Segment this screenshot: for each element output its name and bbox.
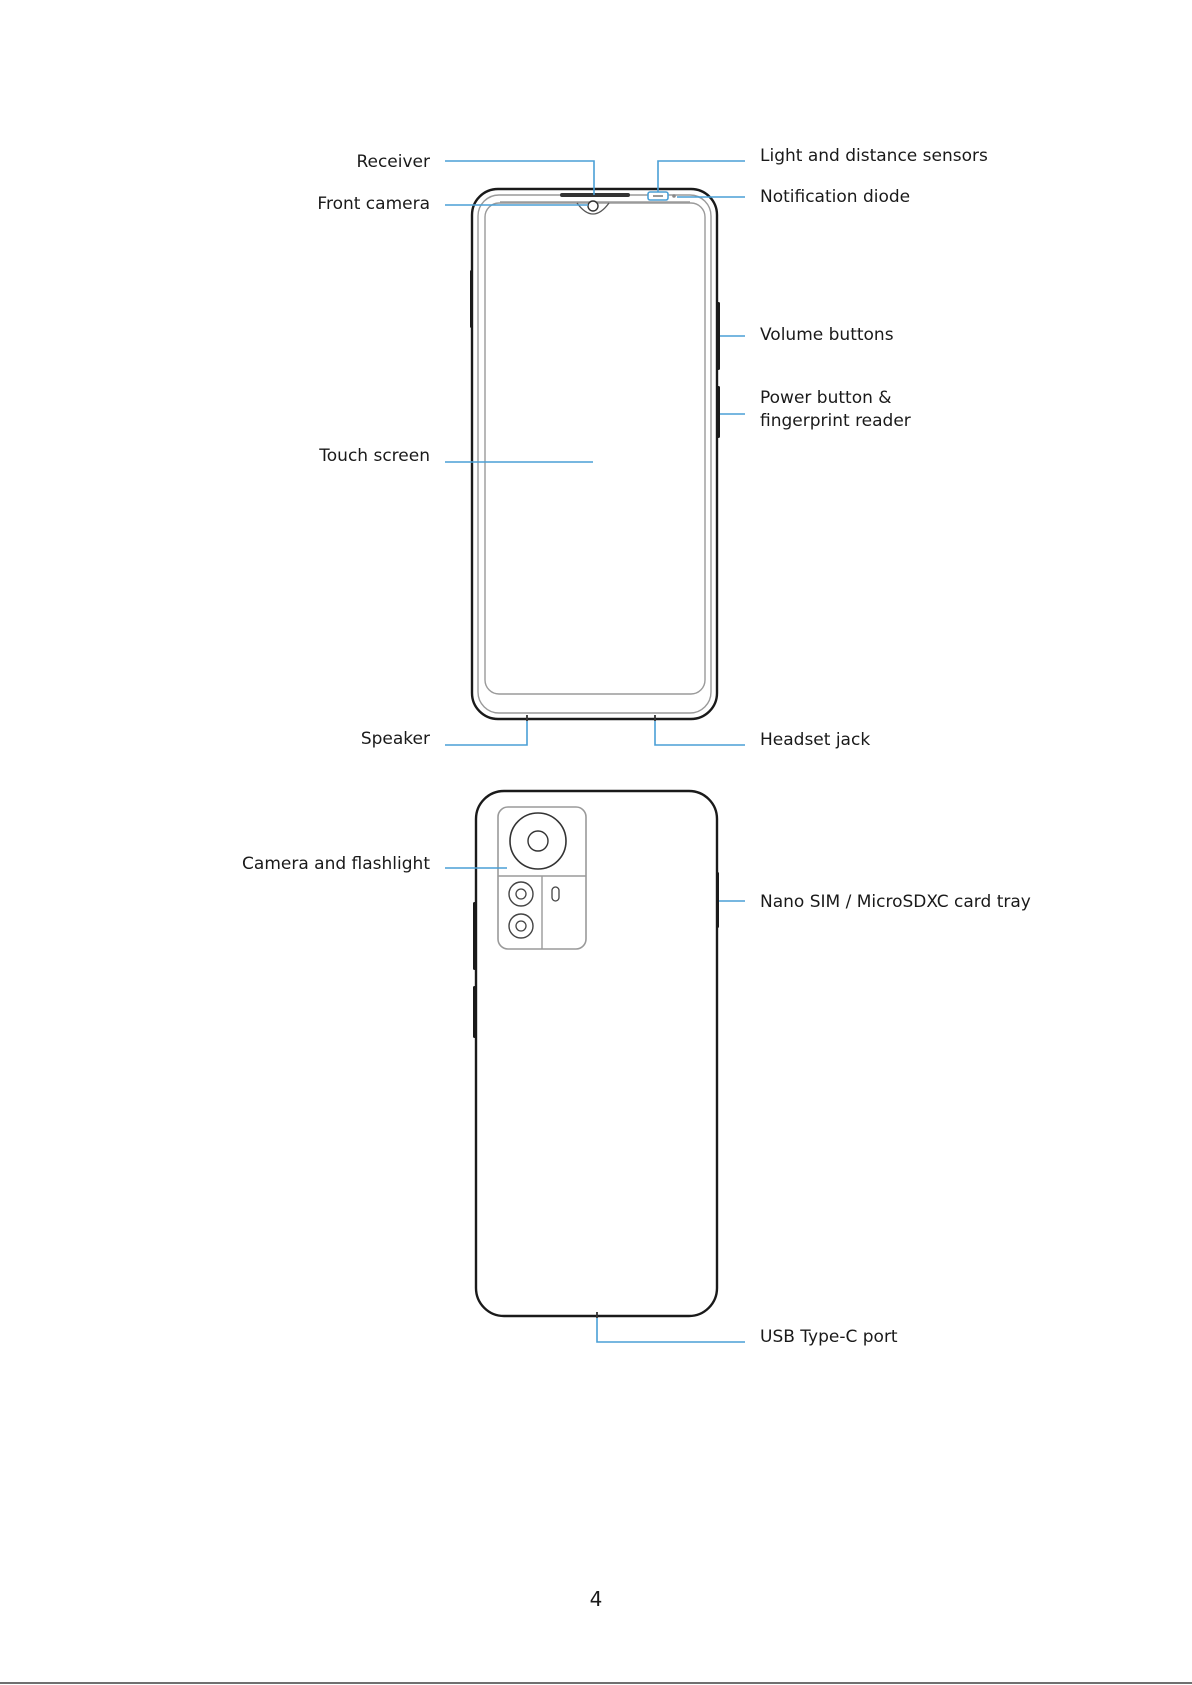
leader-speaker (445, 721, 527, 745)
label-camera-flashlight: Camera and flashlight (242, 854, 430, 874)
label-power-button-line2: fingerprint reader (760, 411, 911, 431)
label-touch-screen: Touch screen (318, 446, 430, 466)
label-volume-buttons: Volume buttons (760, 325, 894, 345)
leader-light-sensors (658, 161, 745, 192)
label-power-button-line1: Power button & (760, 388, 892, 408)
label-usb-port: USB Type-C port (760, 1327, 898, 1347)
phone-front-view (470, 189, 720, 721)
receiver-slot (560, 193, 630, 197)
label-notification-diode: Notification diode (760, 187, 910, 207)
page-number: 4 (590, 1587, 603, 1611)
front-camera-lens (588, 201, 598, 211)
leader-usb-port (597, 1318, 745, 1342)
front-body-outline (472, 189, 717, 719)
phone-back-view (473, 791, 719, 1318)
label-receiver: Receiver (356, 152, 430, 172)
label-light-sensors: Light and distance sensors (760, 146, 988, 166)
label-speaker: Speaker (361, 729, 430, 749)
leader-headset-jack (655, 721, 745, 745)
label-sim-tray: Nano SIM / MicroSDXC card tray (760, 892, 1031, 912)
notification-diode-dot (672, 194, 676, 198)
label-front-camera: Front camera (317, 194, 430, 214)
label-headset-jack: Headset jack (760, 730, 870, 750)
